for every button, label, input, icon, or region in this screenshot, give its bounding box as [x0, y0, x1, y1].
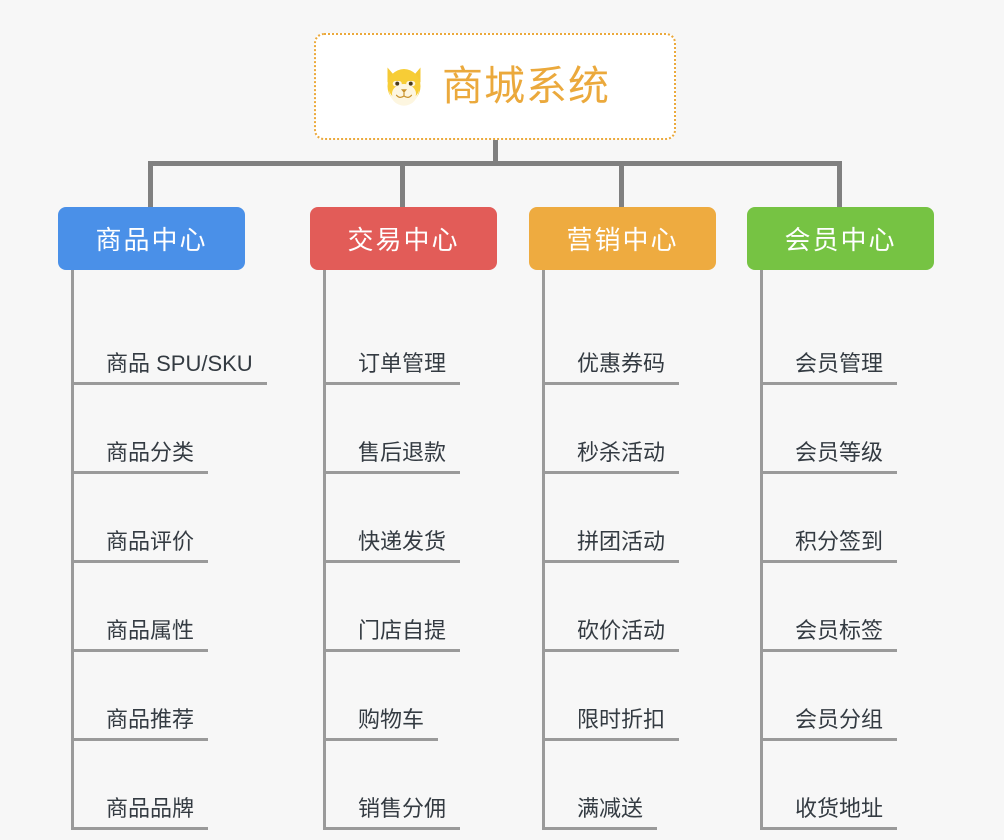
leaf-label: 商品 SPU/SKU	[74, 351, 267, 385]
list-item[interactable]: 积分签到	[763, 474, 977, 563]
list-item[interactable]: 会员标签	[763, 563, 977, 652]
leaf-label: 订单管理	[326, 351, 461, 385]
leaf-label: 商品品牌	[74, 796, 209, 830]
leaf-label: 商品属性	[74, 618, 209, 652]
root-title: 商城系统	[442, 63, 610, 109]
branch-column-4: 会员中心 会员管理 会员等级 积分签到 会员标签 会员分组 收货地址	[747, 207, 977, 830]
leaf-label: 收货地址	[763, 796, 898, 830]
branch-spine-2: 订单管理 售后退款 快递发货 门店自提 购物车 销售分佣	[323, 270, 540, 830]
list-item[interactable]: 满减送	[545, 741, 759, 830]
leaf-label: 积分签到	[763, 529, 898, 563]
leaf-label: 商品分类	[74, 440, 209, 474]
list-item[interactable]: 购物车	[326, 652, 540, 741]
list-item[interactable]: 商品评价	[74, 474, 288, 563]
branch-column-1: 商品中心 商品 SPU/SKU 商品分类 商品评价 商品属性 商品推荐 商品品牌	[58, 207, 288, 830]
connector-drop-1	[148, 161, 153, 207]
list-item[interactable]: 商品推荐	[74, 652, 288, 741]
branch-header-1[interactable]: 商品中心	[58, 207, 245, 270]
connector-drop-4	[837, 161, 842, 207]
shiba-dog-face-icon	[387, 67, 421, 106]
connector-horizontal-bus	[148, 161, 842, 166]
leaf-label: 限时折扣	[545, 707, 680, 741]
leaf-label: 商品推荐	[74, 707, 209, 741]
branch-column-2: 交易中心 订单管理 售后退款 快递发货 门店自提 购物车 销售分佣	[310, 207, 540, 830]
leaf-label: 会员等级	[763, 440, 898, 474]
leaf-label: 秒杀活动	[545, 440, 680, 474]
leaf-label: 售后退款	[326, 440, 461, 474]
leaf-label: 门店自提	[326, 618, 461, 652]
list-item[interactable]: 会员分组	[763, 652, 977, 741]
list-item[interactable]: 商品属性	[74, 563, 288, 652]
branch-header-2[interactable]: 交易中心	[310, 207, 497, 270]
list-item[interactable]: 限时折扣	[545, 652, 759, 741]
list-item[interactable]: 销售分佣	[326, 741, 540, 830]
branch-column-3: 营销中心 优惠券码 秒杀活动 拼团活动 砍价活动 限时折扣 满减送	[529, 207, 759, 830]
list-item[interactable]: 收货地址	[763, 741, 977, 830]
leaf-label: 商品评价	[74, 529, 209, 563]
leaf-label: 快递发货	[326, 529, 461, 563]
leaf-label: 销售分佣	[326, 796, 461, 830]
list-item[interactable]: 会员等级	[763, 385, 977, 474]
leaf-label: 购物车	[326, 707, 439, 741]
branch-header-4[interactable]: 会员中心	[747, 207, 934, 270]
branch-spine-3: 优惠券码 秒杀活动 拼团活动 砍价活动 限时折扣 满减送	[542, 270, 759, 830]
list-item[interactable]: 售后退款	[326, 385, 540, 474]
leaf-label: 拼团活动	[545, 529, 680, 563]
connector-drop-3	[619, 161, 624, 207]
branch-spine-4: 会员管理 会员等级 积分签到 会员标签 会员分组 收货地址	[760, 270, 977, 830]
list-item[interactable]: 会员管理	[763, 296, 977, 385]
list-item[interactable]: 商品 SPU/SKU	[74, 296, 288, 385]
list-item[interactable]: 商品品牌	[74, 741, 288, 830]
branch-header-3[interactable]: 营销中心	[529, 207, 716, 270]
list-item[interactable]: 快递发货	[326, 474, 540, 563]
leaf-label: 会员分组	[763, 707, 898, 741]
leaf-label: 会员管理	[763, 351, 898, 385]
list-item[interactable]: 商品分类	[74, 385, 288, 474]
list-item[interactable]: 砍价活动	[545, 563, 759, 652]
list-item[interactable]: 订单管理	[326, 296, 540, 385]
list-item[interactable]: 优惠券码	[545, 296, 759, 385]
list-item[interactable]: 门店自提	[326, 563, 540, 652]
leaf-label: 会员标签	[763, 618, 898, 652]
list-item[interactable]: 拼团活动	[545, 474, 759, 563]
leaf-label: 优惠券码	[545, 351, 680, 385]
connector-drop-2	[400, 161, 405, 207]
branch-spine-1: 商品 SPU/SKU 商品分类 商品评价 商品属性 商品推荐 商品品牌	[71, 270, 288, 830]
list-item[interactable]: 秒杀活动	[545, 385, 759, 474]
connector-root-stem	[493, 140, 498, 164]
leaf-label: 满减送	[545, 796, 658, 830]
root-node[interactable]: 商城系统	[314, 33, 676, 140]
leaf-label: 砍价活动	[545, 618, 680, 652]
